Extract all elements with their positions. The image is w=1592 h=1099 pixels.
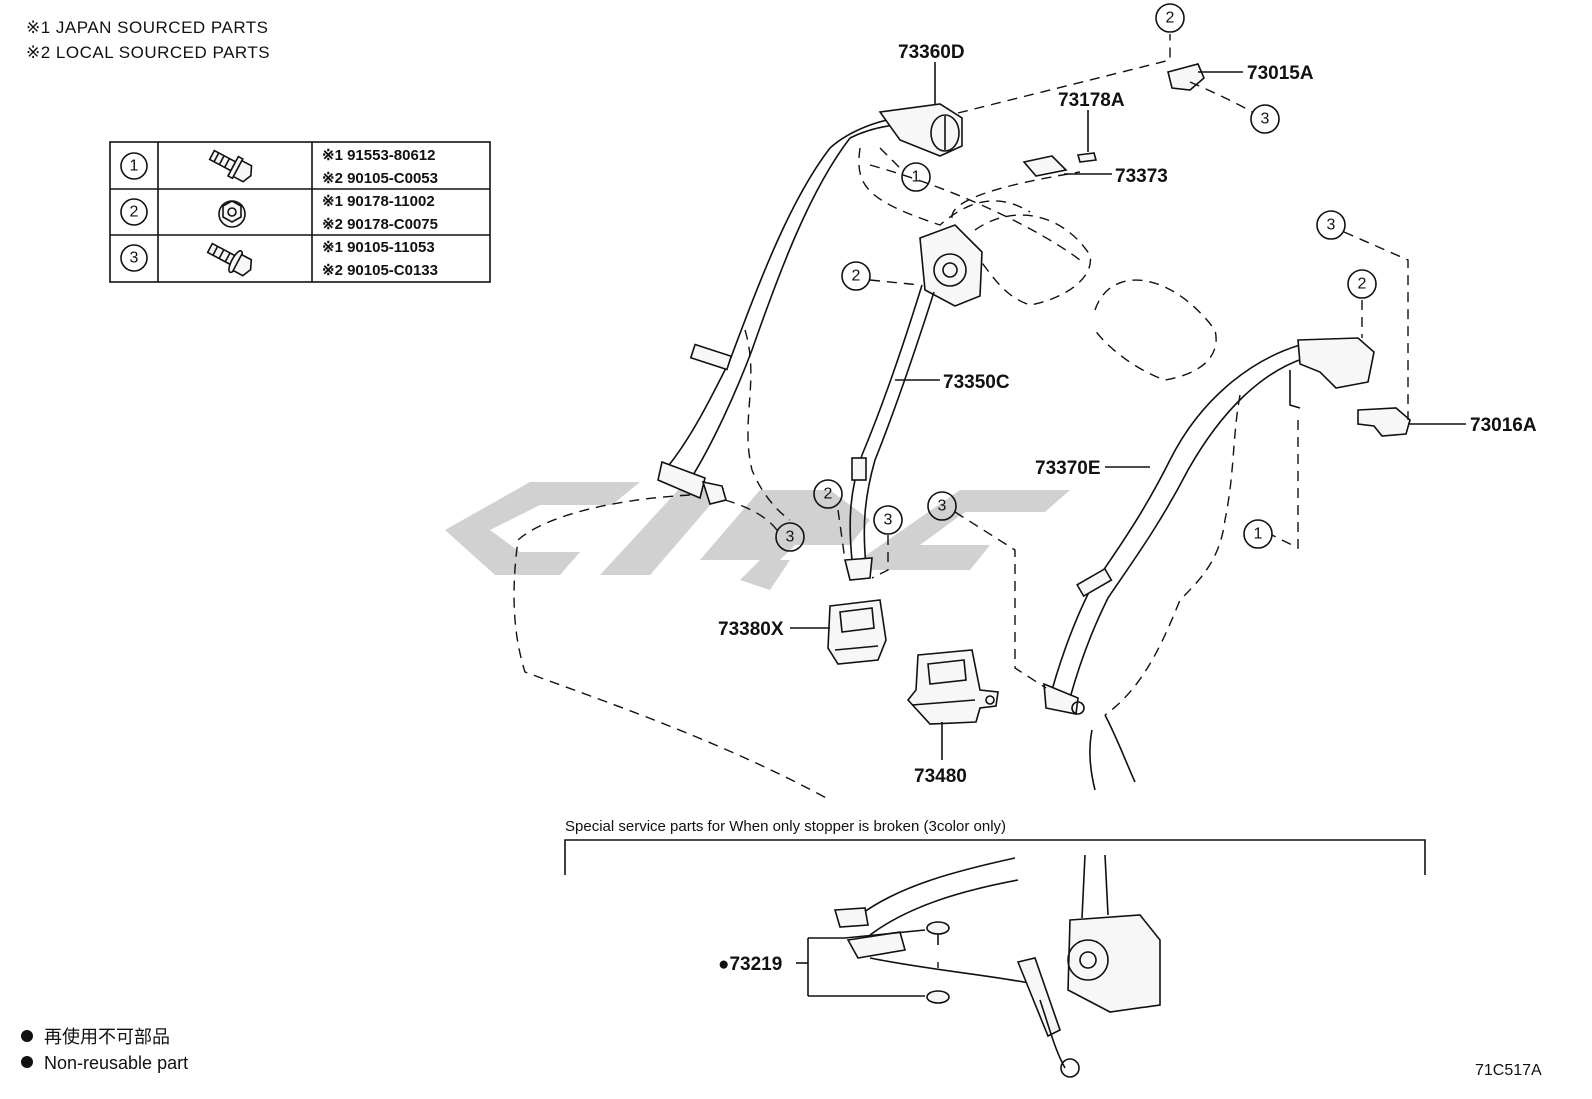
non-reusable-dot-icon xyxy=(21,1030,33,1042)
flange-bolt-icon xyxy=(206,242,253,277)
leader-lines xyxy=(724,34,1409,689)
buckle-73380x xyxy=(827,599,887,665)
belt-guide xyxy=(689,343,733,371)
svg-text:3: 3 xyxy=(938,498,947,515)
svg-text:1: 1 xyxy=(912,169,921,186)
svg-text:3: 3 xyxy=(1327,217,1336,234)
callout-circle: 3 xyxy=(873,505,903,535)
legend-en: Non-reusable part xyxy=(44,1053,188,1073)
bracket-73016a xyxy=(1357,407,1411,437)
part-label-73219: ●73219 xyxy=(718,954,782,975)
callout-circle: 2 xyxy=(1155,3,1185,33)
special-service-caption: Special service parts for When only stop… xyxy=(565,818,1006,835)
callout-circle: 1 xyxy=(901,162,931,192)
local-part-number: ※2 90178-C0075 xyxy=(322,216,438,233)
part-label-73016a: 73016A xyxy=(1470,415,1537,436)
svg-text:2: 2 xyxy=(1358,276,1367,293)
clip-lower xyxy=(926,990,950,1004)
callout-circle: 3 xyxy=(1250,104,1280,134)
bolt-with-washer-icon xyxy=(208,149,253,183)
japan-part-number: ※1 91553-80612 xyxy=(322,147,436,164)
row-ref: 2 xyxy=(130,204,139,221)
part-label-73015a: 73015A xyxy=(1247,63,1314,84)
part-label-73178a: 73178A xyxy=(1058,90,1125,111)
callout-circle: 3 xyxy=(775,522,805,552)
seat-belt-assy-73370e xyxy=(1043,63,1411,715)
callout-circle: 1 xyxy=(1243,519,1273,549)
japan-sourced-note: ※1 JAPAN SOURCED PARTS xyxy=(26,18,269,37)
retractor-73360d xyxy=(878,103,963,157)
stopper-73219 xyxy=(846,931,907,959)
flange-nut-icon xyxy=(218,200,246,228)
table-frame xyxy=(109,141,491,283)
local-part-number: ※2 90105-C0053 xyxy=(322,170,438,187)
belt-guide xyxy=(1076,567,1113,598)
part-label-73480: 73480 xyxy=(914,766,967,787)
seat-belt-assy-73350c xyxy=(843,152,1098,581)
label-leaders xyxy=(790,62,1466,760)
retractor-detail xyxy=(1067,914,1161,1013)
clip-upper xyxy=(926,921,950,935)
callout-circle xyxy=(120,244,148,272)
callout-circle: 2 xyxy=(841,261,871,291)
part-label-73350c: 73350C xyxy=(943,372,1010,393)
part-label-73370e: 73370E xyxy=(1035,458,1101,479)
section-bracket xyxy=(564,839,1426,875)
svg-text:3: 3 xyxy=(1261,111,1270,128)
table-row: 2 ※1 90178-11002 ※2 90178-C0075 xyxy=(120,193,438,233)
part-label-73373: 73373 xyxy=(1115,166,1168,187)
cover-73373 xyxy=(1022,155,1068,177)
part-label-73380x: 73380X xyxy=(718,619,784,640)
callout-circle: 3 xyxy=(1316,210,1346,240)
watermark-logo xyxy=(445,482,1070,590)
local-part-number: ※2 90105-C0133 xyxy=(322,262,438,279)
japan-part-number: ※1 90178-11002 xyxy=(322,193,435,210)
row-ref: 1 xyxy=(130,158,139,175)
svg-text:2: 2 xyxy=(1166,10,1175,27)
seat-belt-assy-73360d xyxy=(657,103,963,505)
svg-text:3: 3 xyxy=(884,512,893,529)
japan-part-number: ※1 90105-11053 xyxy=(322,239,435,256)
svg-text:1: 1 xyxy=(1254,526,1263,543)
retractor-73350c xyxy=(919,224,983,307)
non-reusable-dot-icon xyxy=(21,1056,33,1068)
callout-circle: 2 xyxy=(813,479,843,509)
table-row: 1 ※1 91553-80612 ※2 90105-C0053 xyxy=(120,147,438,187)
buckle-73480 xyxy=(906,649,999,725)
callout-circle xyxy=(120,198,148,226)
legend-jp: 再使用不可部品 xyxy=(44,1027,170,1047)
part-label-73360d: 73360D xyxy=(898,42,965,63)
row-ref: 3 xyxy=(130,250,139,267)
diagram-code: 71C517A xyxy=(1475,1062,1542,1079)
special-service-section: Special service parts for When only stop… xyxy=(564,818,1426,1078)
clip-73178a xyxy=(1076,152,1098,163)
svg-text:2: 2 xyxy=(852,268,861,285)
table-row: 3 ※1 90105-11053 ※2 90105-C0133 xyxy=(120,239,438,279)
fastener-table: 1 ※1 91553-80612 ※2 90105-C0053 2 ※1 901… xyxy=(109,141,491,283)
seat-back-outline xyxy=(513,147,1241,801)
legend: 再使用不可部品 Non-reusable part xyxy=(21,1027,188,1073)
callout-circle xyxy=(120,152,148,180)
callout-circle: 2 xyxy=(1347,269,1377,299)
callout-circle: 3 xyxy=(927,491,957,521)
svg-text:3: 3 xyxy=(786,529,795,546)
svg-text:2: 2 xyxy=(824,486,833,503)
retractor-73370e xyxy=(1297,337,1375,389)
local-sourced-note: ※2 LOCAL SOURCED PARTS xyxy=(26,43,271,62)
